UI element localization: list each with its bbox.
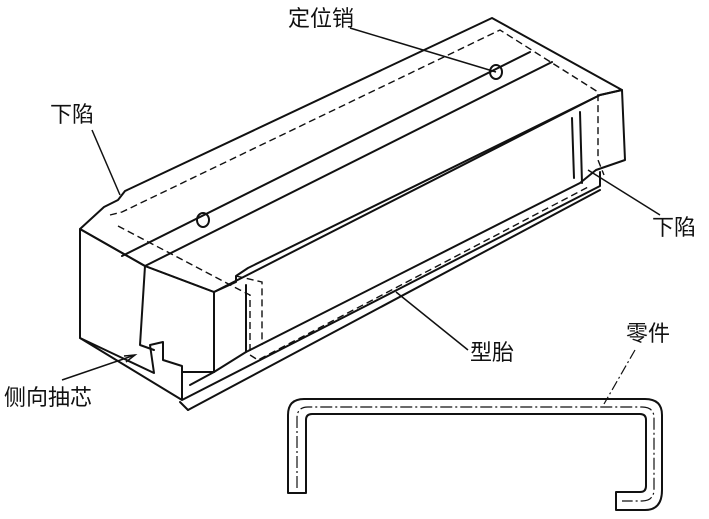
part-leader [603, 349, 636, 405]
part-outline-top [109, 29, 605, 216]
leader-recess-left [91, 129, 121, 196]
part-outline-inner [235, 275, 263, 345]
part-outline-front [117, 185, 591, 361]
part-centerline-path [296, 406, 655, 502]
mold-block [79, 17, 626, 411]
part-section [287, 398, 663, 511]
label-dowel-pin: 定位销 [288, 7, 354, 32]
leader-part [603, 349, 636, 405]
dowel-pin-hole-1 [489, 64, 503, 80]
base-plate-left [179, 401, 189, 411]
leader-side-core-arrow [123, 354, 138, 363]
label-side-core: 侧向抽芯 [4, 386, 92, 411]
base-plate [79, 171, 601, 401]
part-outer-outline [287, 398, 663, 511]
leader-form-block [395, 291, 469, 351]
leader-side-core [61, 354, 136, 381]
block-top-face [79, 17, 623, 293]
label-recess-left: 下陷 [50, 103, 94, 128]
label-recess-right: 下陷 [652, 216, 696, 241]
top-ridge-line-1 [144, 61, 553, 267]
side-core-face [79, 228, 215, 374]
part-centerline [296, 406, 655, 502]
leader-dowel-pin [349, 27, 497, 73]
side-core-step [139, 265, 155, 351]
dowel-pin-hole-2 [196, 212, 210, 228]
block-front-face [213, 89, 626, 373]
label-form-block: 型胎 [470, 341, 514, 366]
dowel-pins [196, 64, 503, 228]
base-plate-front [187, 189, 601, 411]
label-part: 零件 [626, 322, 670, 347]
leader-lines [61, 27, 661, 381]
top-ridge-line-2 [121, 51, 531, 257]
leader-recess-right [587, 169, 661, 216]
hidden-lines [109, 29, 605, 361]
right-end-face [571, 111, 583, 184]
